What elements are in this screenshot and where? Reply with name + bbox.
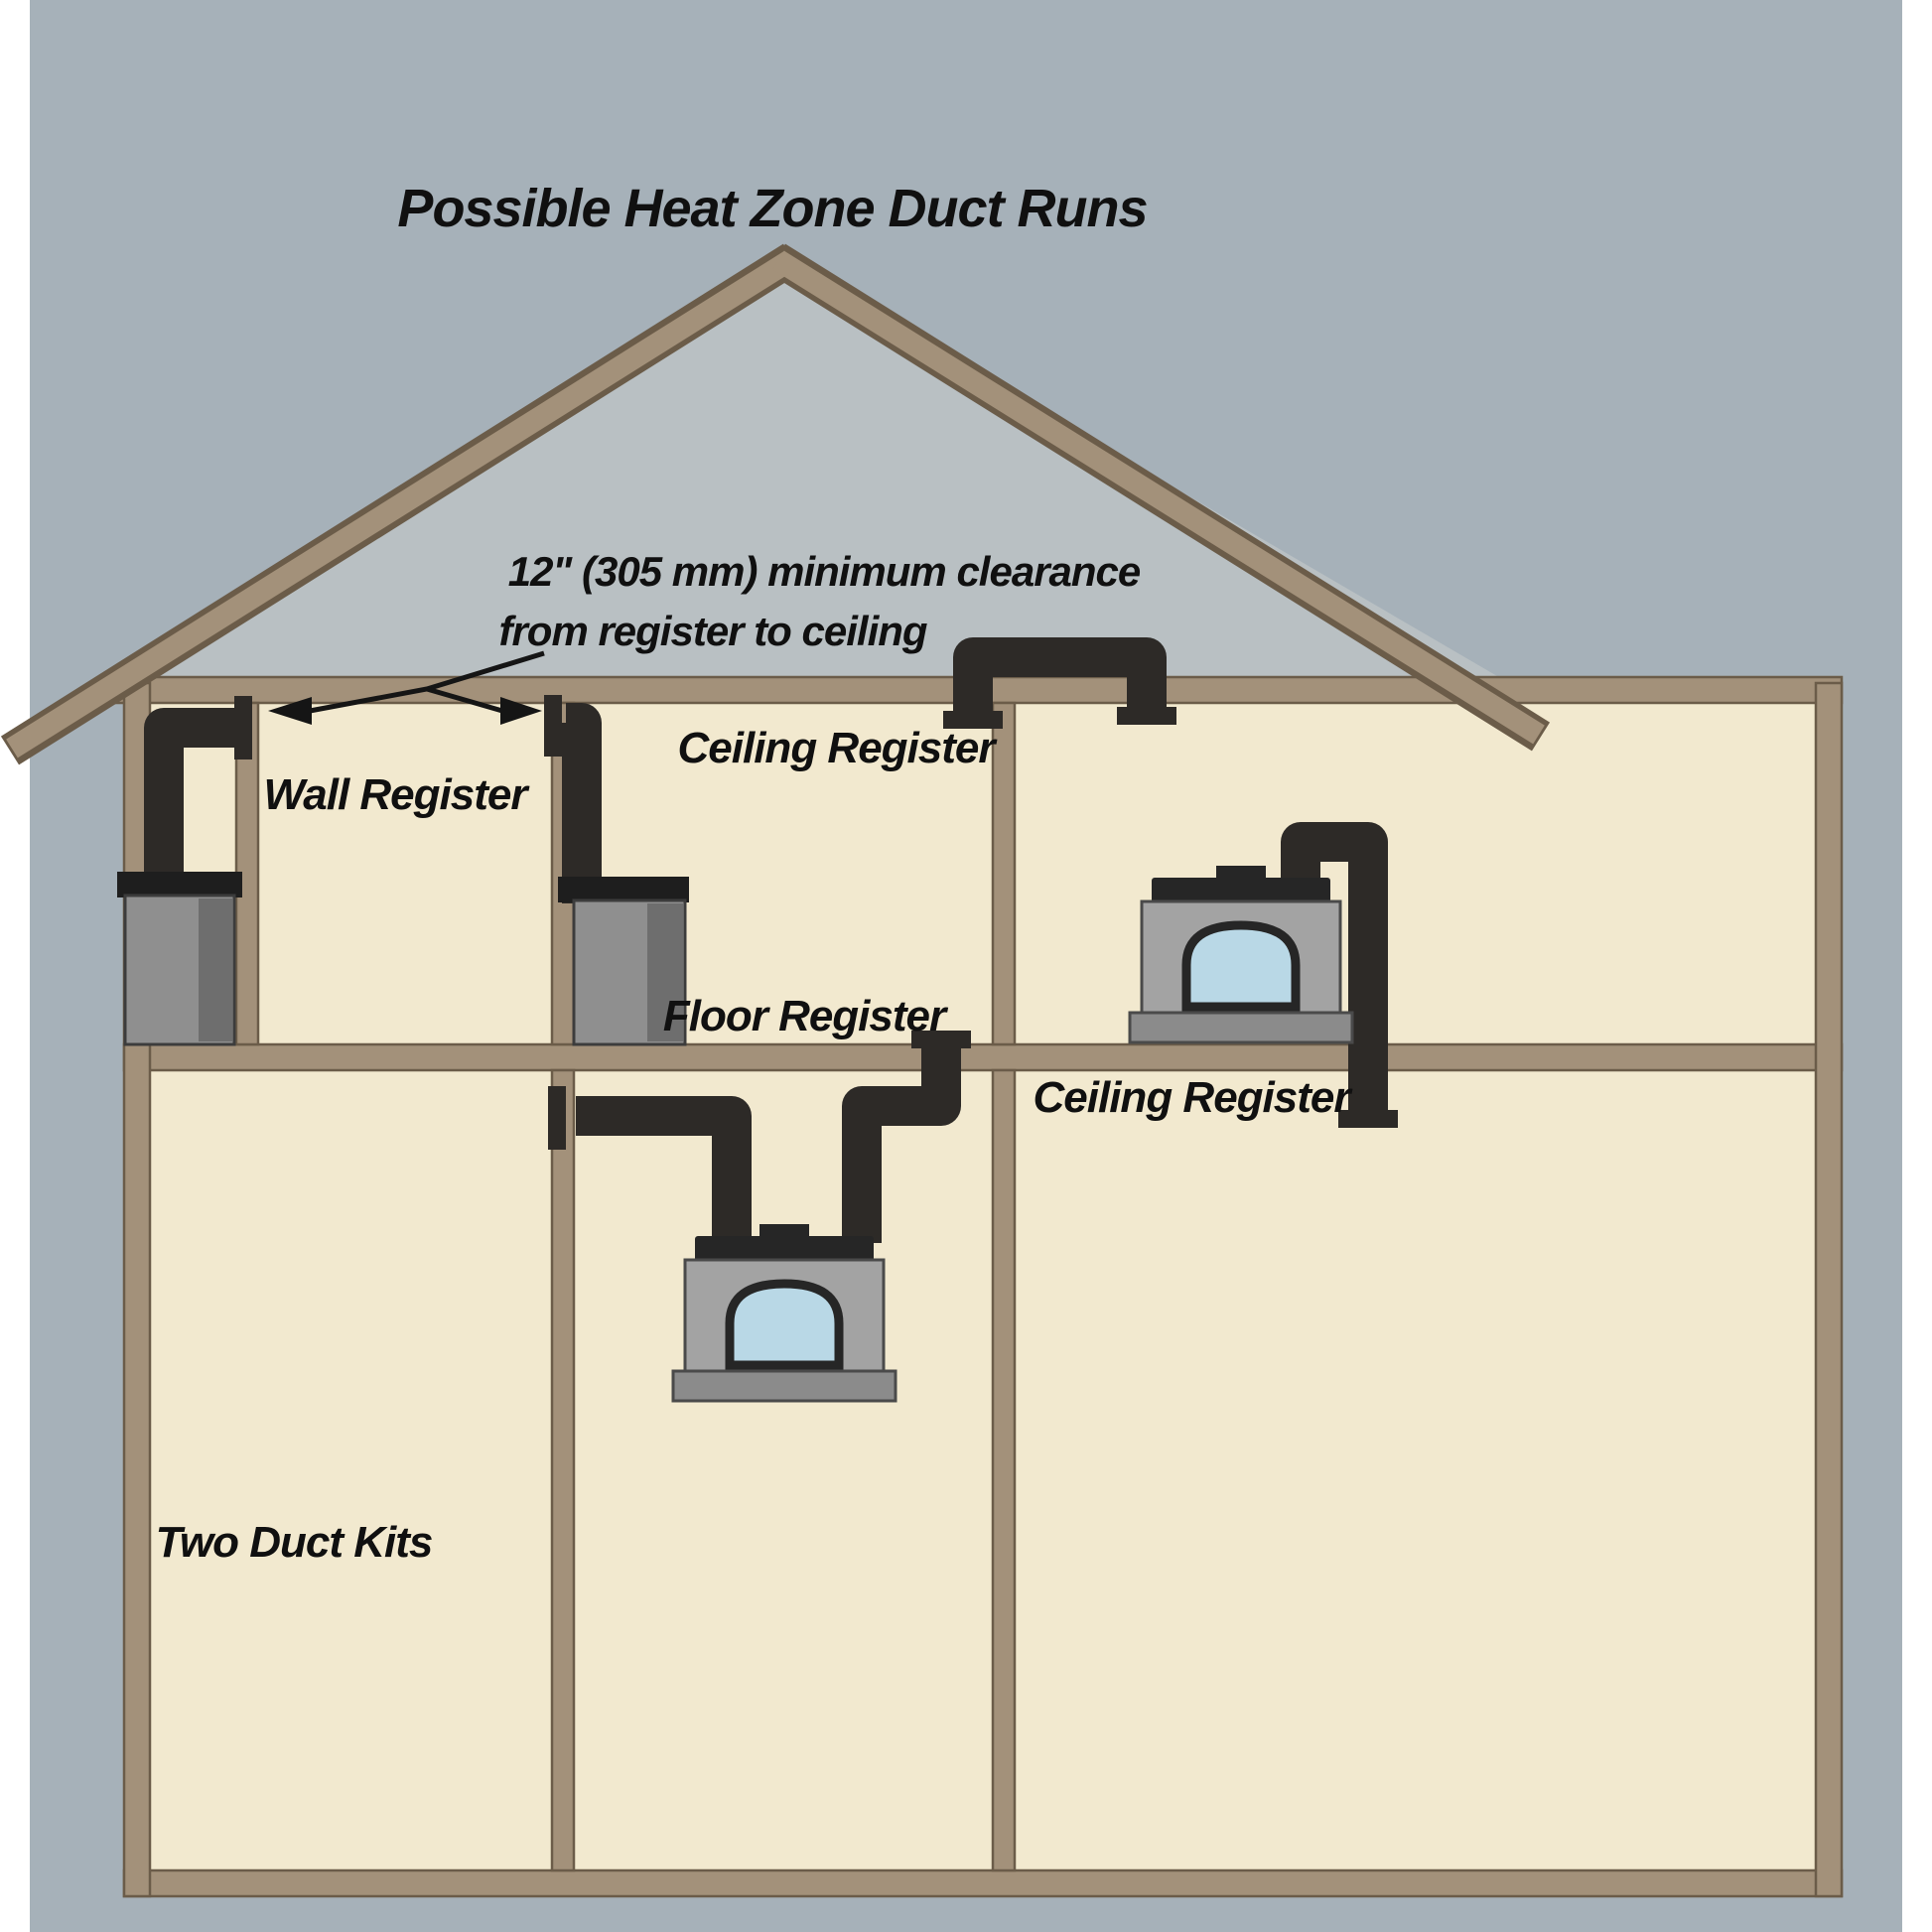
left-margin <box>0 0 30 1932</box>
stove-middle <box>558 877 689 1046</box>
right-margin <box>1902 0 1932 1932</box>
ceiling-register-lower-label: Ceiling Register <box>1034 1073 1354 1122</box>
floor-register-label: Floor Register <box>663 992 949 1040</box>
wall-register-label: Wall Register <box>264 770 531 819</box>
roof <box>0 243 1551 765</box>
duct-runs <box>144 637 1398 1243</box>
house-body <box>97 675 1844 1898</box>
right-roof-rafter <box>772 250 1545 745</box>
wall-register-left-flange <box>234 696 252 759</box>
attic-space <box>107 260 1509 683</box>
clearance-leaders <box>268 650 545 725</box>
right-fireplace-duct <box>1281 822 1388 1118</box>
fireplace-upper-right <box>1130 866 1352 1042</box>
ceiling-register-flange-right <box>1117 707 1176 725</box>
arrow-left-icon <box>268 697 312 725</box>
stove-left <box>117 872 242 1046</box>
left-roof-rafter <box>6 250 796 759</box>
upper-interior-wall-3 <box>991 701 1017 1046</box>
leader-line-right <box>426 686 503 714</box>
clearance-note-line1: 12" (305 mm) minimum clearance <box>508 548 1141 595</box>
lower-wall-register-flange <box>548 1086 566 1150</box>
attic-ceiling-duct <box>953 637 1167 717</box>
ceiling-register-upper-label: Ceiling Register <box>678 724 999 772</box>
fireplace-lower <box>673 1224 896 1401</box>
floor-register-flange <box>911 1031 971 1048</box>
arrow-right-icon <box>500 697 542 725</box>
diagram-title: Possible Heat Zone Duct Runs <box>397 179 1147 238</box>
stove-middle-shade <box>647 903 683 1041</box>
stove-middle-top <box>558 877 689 902</box>
lower-stove-floor-duct <box>842 1040 961 1243</box>
two-duct-kits-label: Two Duct Kits <box>156 1518 433 1567</box>
left-stove-duct <box>144 708 240 905</box>
stove-left-top <box>117 872 242 897</box>
clearance-note-line2: from register to ceiling <box>498 608 926 654</box>
stove-left-shade <box>199 898 232 1041</box>
lower-interior-wall-2 <box>991 1068 1017 1872</box>
lower-ceiling-register-flange <box>1338 1110 1398 1128</box>
upper-floor-rooms <box>149 702 1817 1045</box>
ceiling-register-flange-left <box>943 711 1003 729</box>
wall-register-right-flange <box>544 695 562 757</box>
lower-interior-wall-1 <box>550 1068 576 1872</box>
right-exterior-wall <box>1814 681 1844 1898</box>
lower-floor-rooms <box>149 1069 1817 1871</box>
lower-stove-wall-duct <box>576 1096 752 1243</box>
bottom-floor-band <box>122 1868 1844 1898</box>
mid-floor-band <box>122 1042 1844 1072</box>
middle-stove-duct <box>562 703 602 903</box>
